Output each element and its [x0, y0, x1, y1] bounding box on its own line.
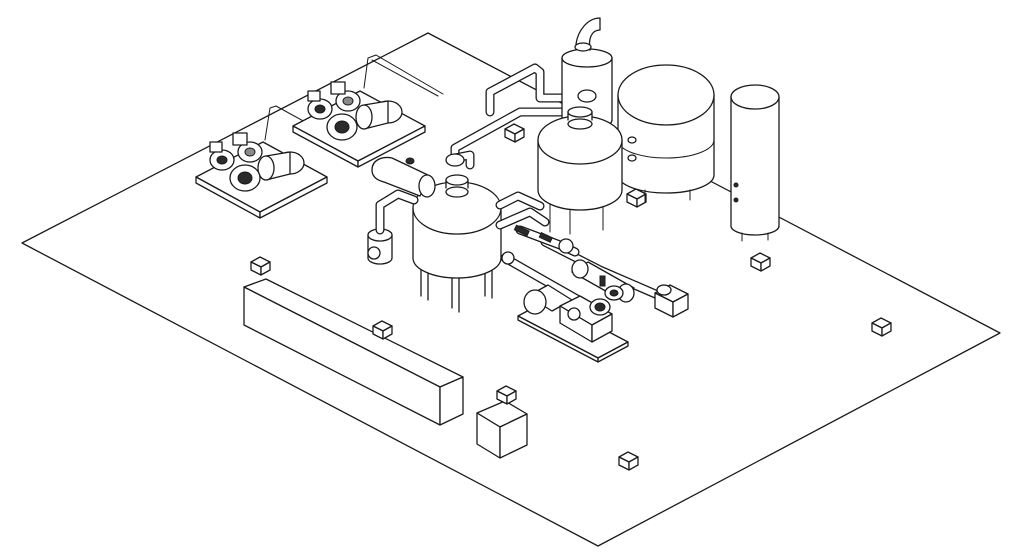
- pipe-run-overhead: [450, 63, 583, 163]
- long-bench-block: [243, 278, 464, 426]
- pump-skid-left: [195, 105, 339, 219]
- pump-motor: [355, 100, 403, 130]
- anchor-block: [496, 385, 517, 405]
- anchor-block: [504, 123, 525, 143]
- storage-tank-large: [617, 64, 715, 203]
- pressure-vessel-left: [412, 174, 502, 313]
- anchor-block: [750, 252, 771, 272]
- pump-skid-right: [292, 54, 444, 168]
- anchor-block: [626, 188, 647, 208]
- anchor-block: [871, 317, 892, 337]
- pipe-run-vessels: [445, 150, 574, 265]
- air-receiver-tall: [730, 84, 780, 242]
- pump-casing: [307, 81, 361, 141]
- pump-casing: [209, 132, 263, 192]
- cyclone-separator: [367, 156, 436, 265]
- base-plate: [21, 32, 1001, 547]
- anchor-block: [618, 451, 639, 471]
- anchor-block: [250, 256, 271, 276]
- pump-motor: [257, 151, 305, 181]
- pressure-vessel-right: [537, 106, 623, 235]
- vacuum-pump-skid: [517, 284, 629, 363]
- anchor-block: [372, 320, 393, 340]
- cube-box: [476, 400, 528, 459]
- junction-box: [654, 284, 689, 318]
